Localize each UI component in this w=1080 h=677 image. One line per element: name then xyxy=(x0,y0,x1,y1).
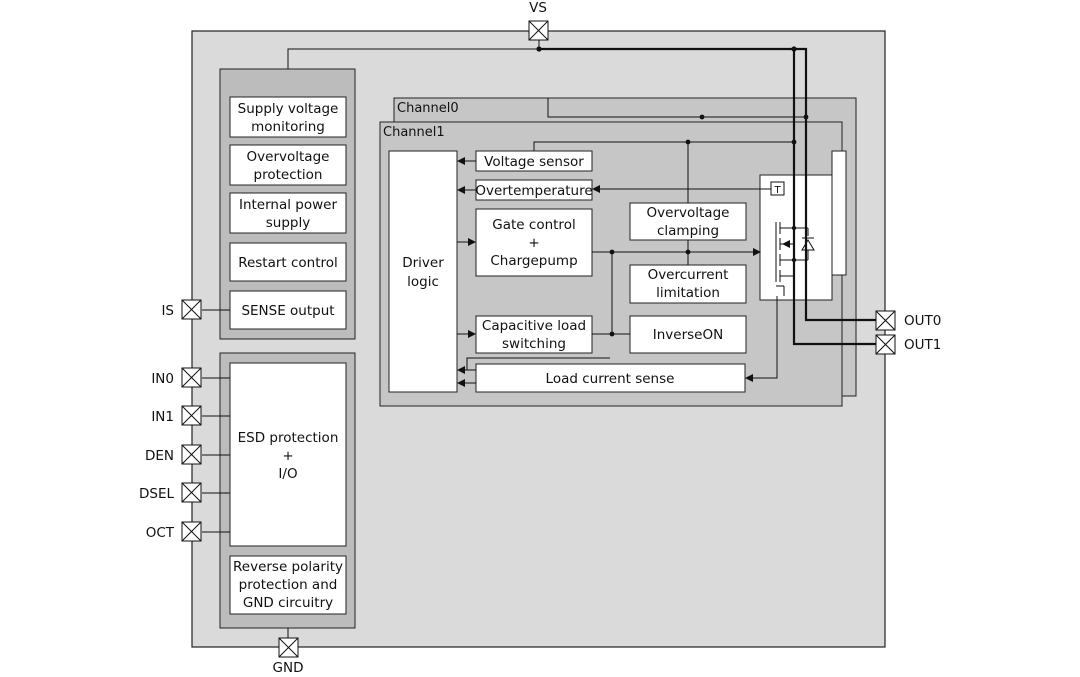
junction-dots xyxy=(536,46,809,337)
pin-in0-label: IN0 xyxy=(151,371,174,387)
capacitive-load-label-2: switching xyxy=(502,336,566,352)
channel0-label: Channel0 xyxy=(397,101,459,116)
gate-control-label-2: + xyxy=(528,235,539,251)
overvoltage-protection-label-1: Overvoltage xyxy=(247,149,330,165)
pin-gnd-label: GND xyxy=(273,660,304,676)
restart-control-block xyxy=(229,242,347,282)
overtemperature-label: Overtemperature xyxy=(475,183,592,199)
internal-power-supply-label-1: Internal power xyxy=(239,197,337,213)
supply-monitoring-label-1: Supply voltage xyxy=(238,101,339,117)
mosfet-box xyxy=(759,174,833,301)
restart-control-label: Restart control xyxy=(238,255,338,271)
pin-is xyxy=(181,299,202,320)
pin-vs-label: VS xyxy=(529,0,547,16)
channel1-label: Channel1 xyxy=(383,125,445,140)
channel0-mosfet-box-edge xyxy=(831,150,847,276)
pin-is-label: IS xyxy=(161,303,174,319)
overcurrent-limitation-label-1: Overcurrent xyxy=(648,267,729,283)
esd-protection-label-1: ESD protection xyxy=(238,430,339,446)
load-current-sense-label: Load current sense xyxy=(546,371,675,387)
esd-protection-label-2: + xyxy=(282,448,293,464)
internal-power-supply-block xyxy=(229,192,347,234)
reverse-polarity-label-2: protection and xyxy=(239,577,338,593)
overvoltage-protection-label-2: protection xyxy=(254,167,323,183)
pin-in0 xyxy=(181,367,202,388)
gate-control-label-3: Chargepump xyxy=(490,253,577,269)
supply-monitoring-label-2: monitoring xyxy=(251,119,325,135)
driver-logic-label-1: Driver xyxy=(402,255,444,271)
pin-out1-label: OUT1 xyxy=(904,337,941,353)
reverse-polarity-label-3: GND circuitry xyxy=(243,595,333,611)
pin-vs xyxy=(528,20,549,41)
vs-out1-bus xyxy=(792,49,876,346)
inverse-on-label: InverseON xyxy=(653,327,723,343)
driver-logic-label-2: logic xyxy=(407,274,439,290)
overcurrent-limitation-label-2: limitation xyxy=(656,285,720,301)
pin-den xyxy=(181,444,202,465)
pin-dsel-label: DSEL xyxy=(139,486,174,502)
overvoltage-clamping-block xyxy=(629,202,747,241)
pin-oct-label: OCT xyxy=(146,525,175,541)
temperature-sensor-mark: T xyxy=(773,185,781,196)
reverse-polarity-block xyxy=(229,555,347,615)
overcurrent-limitation-block xyxy=(629,264,747,304)
pin-den-label: DEN xyxy=(145,448,174,464)
pin-gnd xyxy=(278,637,299,658)
load-current-sense-block xyxy=(475,363,746,393)
signal-wires xyxy=(202,40,806,638)
supply-monitoring-block xyxy=(229,96,347,138)
pin-out0 xyxy=(875,310,896,331)
inverse-on-block xyxy=(629,315,747,354)
sense-output-label: SENSE output xyxy=(241,303,334,319)
pin-out1 xyxy=(875,334,896,355)
vs-out0-bus xyxy=(539,47,876,322)
esd-protection-label-3: I/O xyxy=(278,466,297,482)
pin-oct xyxy=(181,521,202,542)
pin-in1-label: IN1 xyxy=(151,409,174,425)
gate-control-label-1: Gate control xyxy=(492,217,575,233)
voltage-sensor-label: Voltage sensor xyxy=(484,154,584,170)
capacitive-load-label-1: Capacitive load xyxy=(482,318,586,334)
gate-control-block xyxy=(475,208,593,277)
pin-out0-label: OUT0 xyxy=(904,313,941,329)
overvoltage-clamping-label-2: clamping xyxy=(657,223,719,239)
driver-logic-block xyxy=(388,150,458,393)
pin-in1 xyxy=(181,405,202,426)
overvoltage-clamping-label-1: Overvoltage xyxy=(647,205,730,221)
overvoltage-protection-block xyxy=(229,144,347,186)
pin-dsel xyxy=(181,482,202,503)
internal-power-supply-label-2: supply xyxy=(266,215,310,231)
reverse-polarity-label-1: Reverse polarity xyxy=(233,559,343,575)
